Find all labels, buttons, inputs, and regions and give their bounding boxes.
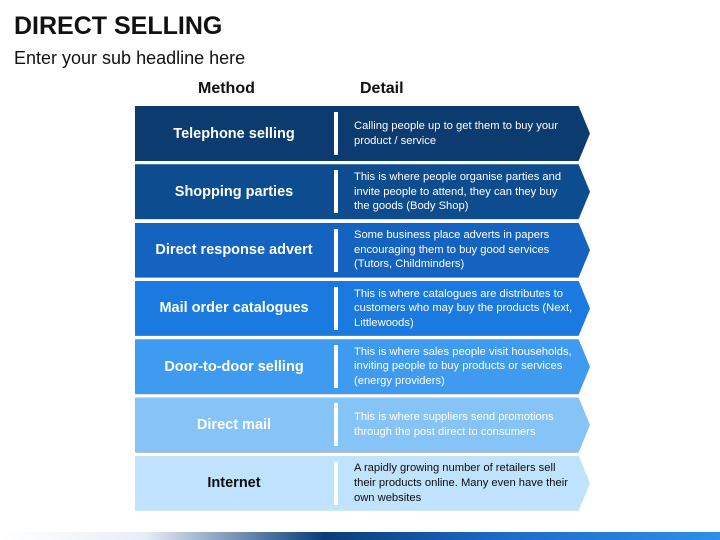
method-detail: Some business place adverts in papers en…	[354, 229, 550, 271]
method-detail: This is where catalogues are distributes…	[354, 287, 573, 329]
method-label: Door-to-door selling	[164, 358, 304, 375]
method-detail: This is where people organise parties an…	[354, 170, 562, 213]
method-label: Mail order catalogues	[159, 300, 309, 317]
row-divider	[334, 170, 338, 214]
method-row-telephone-selling: Telephone selling Calling people up to g…	[135, 106, 590, 161]
method-label: Direct mail	[196, 416, 272, 433]
row-divider	[334, 228, 338, 272]
method-detail: Calling people up to get them to buy you…	[354, 119, 558, 147]
footer-accent-bar	[0, 532, 720, 540]
method-label: Internet	[207, 475, 261, 492]
row-divider	[334, 403, 338, 447]
method-detail: A rapidly growing number of retailers se…	[354, 462, 568, 504]
method-detail: This is where suppliers send promotions …	[354, 411, 554, 438]
method-row-direct-mail: Direct mail This is where suppliers send…	[135, 397, 590, 453]
row-divider	[334, 286, 338, 330]
method-row-internet: Internet A rapidly growing number of ret…	[135, 455, 590, 511]
method-detail: This is where sales people visit househo…	[354, 345, 572, 387]
row-divider	[334, 345, 338, 389]
method-list: Telephone selling Calling people up to g…	[135, 106, 590, 514]
method-row-mail-order-catalogues: Mail order catalogues This is where cata…	[135, 280, 590, 336]
page-subtitle: Enter your sub headline here	[14, 48, 246, 68]
row-divider	[334, 461, 338, 505]
method-row-direct-response-advert: Direct response advert Some business pla…	[135, 222, 590, 278]
method-label: Telephone selling	[173, 125, 295, 142]
page-title: DIRECT SELLING	[14, 12, 223, 40]
column-header-method: Method	[198, 80, 255, 97]
method-row-shopping-parties: Shopping parties This is where people or…	[135, 164, 590, 220]
method-label: Direct response advert	[155, 242, 313, 259]
row-divider	[334, 112, 338, 155]
method-row-door-to-door-selling: Door-to-door selling This is where sales…	[135, 339, 590, 395]
method-label: Shopping parties	[174, 183, 294, 200]
column-header-detail: Detail	[360, 80, 404, 97]
